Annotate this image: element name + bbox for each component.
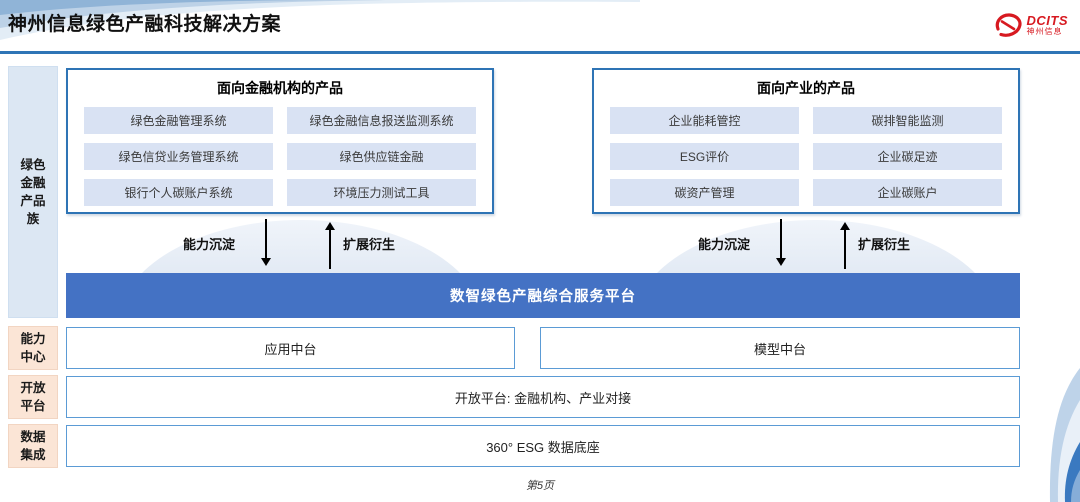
rail-label-text: 数据集成 (20, 429, 46, 462)
capability-sink-label: 能力沉淀 (183, 237, 236, 252)
rail-label-capability-center: 能力中心 (8, 326, 58, 370)
product-item: 碳排智能监测 (813, 107, 1002, 134)
rail-label-text: 开放平台 (20, 380, 46, 413)
product-item: 碳资产管理 (610, 179, 799, 206)
industry-products-title: 面向产业的产品 (757, 80, 855, 96)
industry-products-grid: 企业能耗管控 碳排智能监测 ESG评价 企业碳足迹 碳资产管理 企业碳账户 (594, 98, 1018, 206)
capability-sink-label: 能力沉淀 (698, 237, 751, 252)
app-middle-platform-box: 应用中台 (66, 327, 515, 369)
product-item: 银行个人碳账户系统 (84, 179, 273, 206)
open-platform-box: 开放平台: 金融机构、产业对接 (66, 376, 1020, 418)
header-divider (0, 51, 1080, 54)
arrow-group-industry: 能力沉淀 扩展衍生 (698, 214, 910, 273)
industry-products-box: 面向产业的产品 企业能耗管控 碳排智能监测 ESG评价 企业碳足迹 碳资产管理 … (592, 68, 1020, 214)
dcits-logo: DCITS 神州信息 (993, 12, 1069, 39)
product-item: 绿色信贷业务管理系统 (84, 143, 273, 170)
up-arrow-icon (840, 221, 851, 269)
product-item: 绿色供应链金融 (287, 143, 476, 170)
page-number: 第5页 (525, 480, 555, 492)
product-item: 绿色金融管理系统 (84, 107, 273, 134)
product-item: 绿色金融信息报送监测系统 (287, 107, 476, 134)
product-item: 企业能耗管控 (610, 107, 799, 134)
finance-products-title: 面向金融机构的产品 (217, 80, 343, 96)
logo-sub-text: 神州信息 (1026, 27, 1063, 37)
dcits-logo-icon (995, 13, 1022, 37)
extend-derive-label: 扩展衍生 (858, 237, 911, 252)
arrow-group-finance: 能力沉淀 扩展衍生 (183, 214, 395, 273)
logo-brand-text: DCITS (1026, 13, 1068, 29)
platform-bar: 数智绿色产融综合服务平台 (66, 273, 1020, 318)
rail-label-product-family: 绿色金融产品族 (8, 66, 58, 318)
down-arrow-icon (261, 218, 272, 266)
product-item: 企业碳足迹 (813, 143, 1002, 170)
rail-label-text: 能力中心 (20, 331, 46, 364)
finance-products-grid: 绿色金融管理系统 绿色金融信息报送监测系统 绿色信贷业务管理系统 绿色供应链金融… (68, 98, 492, 206)
extend-derive-label: 扩展衍生 (343, 237, 396, 252)
up-arrow-icon (325, 221, 336, 269)
rail-label-open-platform: 开放平台 (8, 375, 58, 419)
esg-data-base-box: 360° ESG 数据底座 (66, 425, 1020, 467)
page-title: 神州信息绿色产融科技解决方案 (8, 14, 282, 35)
rail-label-data-integration: 数据集成 (8, 424, 58, 468)
rail-label-text: 绿色金融产品族 (20, 157, 46, 227)
product-item: ESG评价 (610, 143, 799, 170)
down-arrow-icon (776, 218, 787, 266)
finance-products-box: 面向金融机构的产品 绿色金融管理系统 绿色金融信息报送监测系统 绿色信贷业务管理… (66, 68, 494, 214)
product-item: 企业碳账户 (813, 179, 1002, 206)
arrows-zone (0, 214, 1080, 273)
model-middle-platform-box: 模型中台 (540, 327, 1020, 369)
product-item: 环境压力测试工具 (287, 179, 476, 206)
